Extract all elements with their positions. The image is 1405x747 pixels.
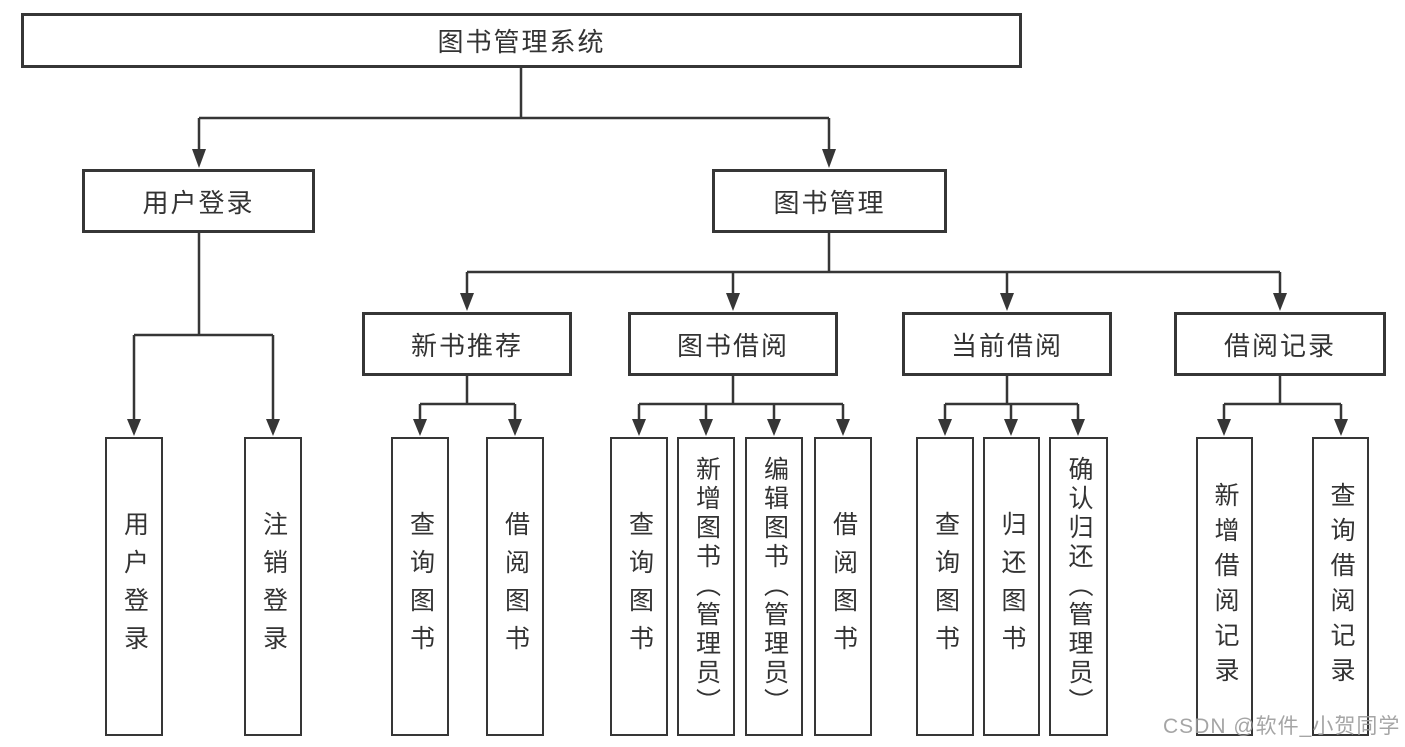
node-current-borrowing: 当前借阅 bbox=[902, 312, 1112, 376]
leaf-confirm-return-admin: 确认归还（管理员） bbox=[1049, 437, 1108, 736]
leaf-add-borrow-record-label: 新增借阅记录 bbox=[1211, 481, 1239, 692]
leaf-borrow-books-borrowing-label: 借阅图书 bbox=[829, 510, 858, 663]
node-book-management-label: 图书管理 bbox=[773, 187, 886, 218]
leaf-query-books-recommend-label: 查询图书 bbox=[406, 510, 435, 663]
leaf-logout: 注销登录 bbox=[244, 437, 302, 736]
leaf-query-books-borrowing-label: 查询图书 bbox=[625, 510, 654, 663]
node-user-login-group-label: 用户登录 bbox=[142, 187, 255, 218]
leaf-borrow-books-recommend-label: 借阅图书 bbox=[501, 510, 530, 663]
node-book-borrowing: 图书借阅 bbox=[628, 312, 838, 376]
node-root-library-system: 图书管理系统 bbox=[21, 13, 1022, 68]
node-root-label: 图书管理系统 bbox=[437, 27, 606, 57]
leaf-query-books-borrowing: 查询图书 bbox=[610, 437, 668, 736]
csdn-watermark: CSDN @软件_小贺同学 bbox=[1163, 715, 1401, 738]
leaf-query-books-current-label: 查询图书 bbox=[931, 510, 960, 663]
leaf-add-book-admin-label: 新增图书（管理员） bbox=[692, 456, 721, 717]
node-current-borrowing-label: 当前借阅 bbox=[950, 330, 1063, 361]
leaf-confirm-return-admin-label: 确认归还（管理员） bbox=[1065, 456, 1093, 717]
node-book-management: 图书管理 bbox=[712, 169, 947, 233]
leaf-user-login-label: 用户登录 bbox=[120, 510, 149, 663]
leaf-borrow-books-borrowing: 借阅图书 bbox=[814, 437, 872, 736]
leaf-logout-label: 注销登录 bbox=[259, 510, 288, 663]
leaf-query-borrow-record: 查询借阅记录 bbox=[1312, 437, 1369, 736]
leaf-edit-book-admin: 编辑图书（管理员） bbox=[745, 437, 803, 736]
node-borrowing-records: 借阅记录 bbox=[1174, 312, 1386, 376]
connector-paths bbox=[132, 68, 1343, 421]
leaf-return-book: 归还图书 bbox=[983, 437, 1040, 736]
node-user-login-group: 用户登录 bbox=[82, 169, 315, 233]
leaf-query-books-current: 查询图书 bbox=[916, 437, 974, 736]
leaf-return-book-label: 归还图书 bbox=[998, 510, 1026, 663]
leaf-user-login: 用户登录 bbox=[105, 437, 163, 736]
leaf-edit-book-admin-label: 编辑图书（管理员） bbox=[760, 456, 789, 717]
leaf-add-borrow-record: 新增借阅记录 bbox=[1196, 437, 1253, 736]
leaf-query-borrow-record-label: 查询借阅记录 bbox=[1327, 481, 1355, 692]
leaf-query-books-recommend: 查询图书 bbox=[391, 437, 449, 736]
node-book-borrowing-label: 图书借阅 bbox=[676, 330, 789, 361]
node-new-book-recommend-label: 新书推荐 bbox=[410, 330, 523, 361]
node-borrowing-records-label: 借阅记录 bbox=[1223, 330, 1336, 361]
node-new-book-recommend: 新书推荐 bbox=[362, 312, 572, 376]
leaf-borrow-books-recommend: 借阅图书 bbox=[486, 437, 544, 736]
leaf-add-book-admin: 新增图书（管理员） bbox=[677, 437, 735, 736]
